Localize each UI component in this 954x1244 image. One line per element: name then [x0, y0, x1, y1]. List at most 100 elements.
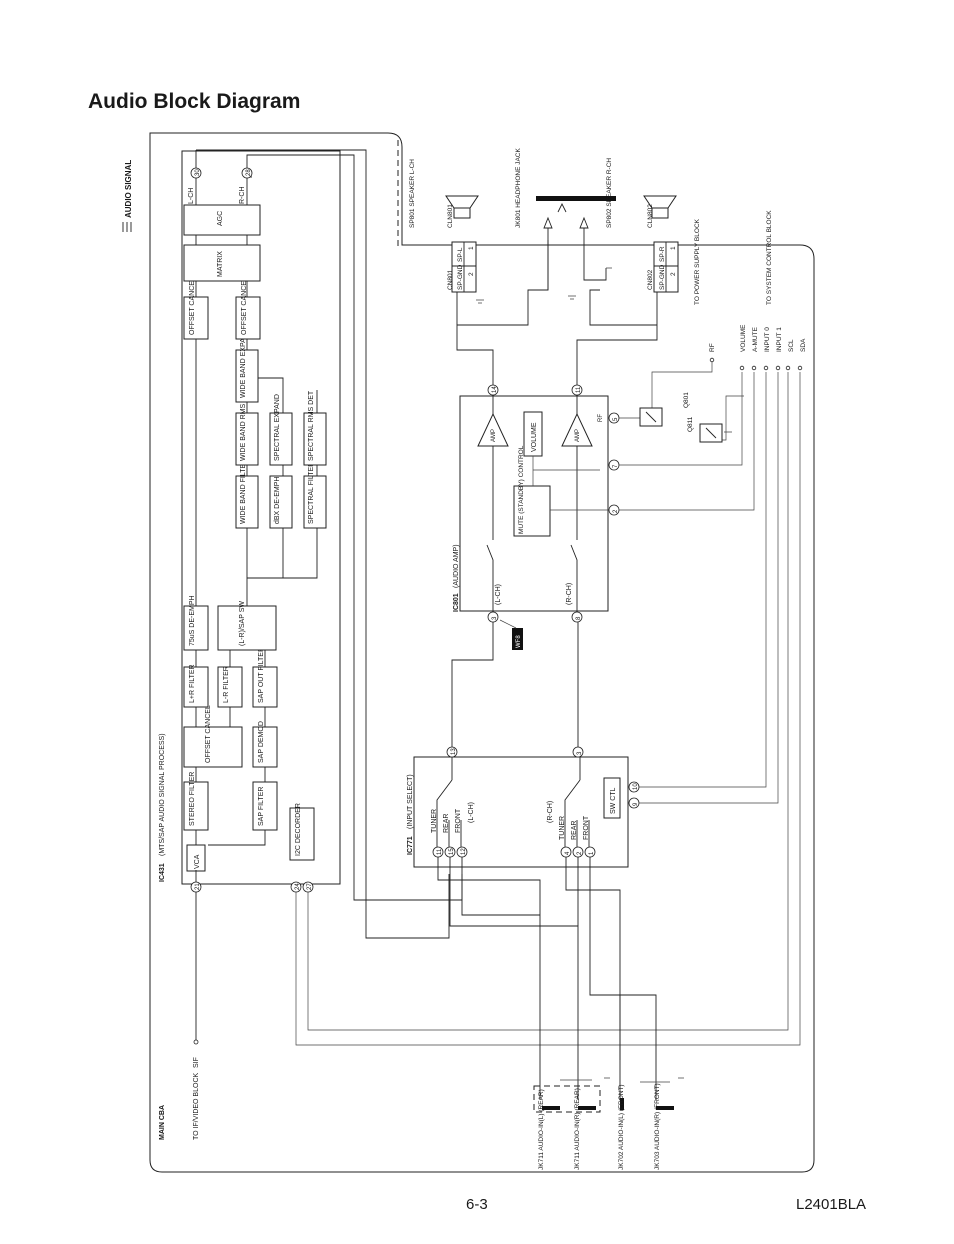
de-emph-75us-block: [183, 605, 209, 651]
q811-transistor: Q811: [687, 416, 723, 443]
svg-text:14: 14: [492, 386, 498, 393]
signal-arrow-icon: [122, 222, 132, 232]
jk711-l-label: JK711 AUDIO-IN(L) (REAR): [538, 1089, 545, 1170]
svg-text:2: 2: [577, 851, 583, 855]
main-cba-label: MAIN CBA: [159, 1105, 166, 1140]
spectral-filter-label: SPECTRAL FILTER: [308, 462, 315, 524]
i2c-decorder-label: I2C DECORDER: [295, 803, 302, 856]
svg-text:27: 27: [307, 883, 313, 890]
svg-text:24: 24: [295, 883, 301, 890]
amp-l-label: AMP: [491, 429, 497, 442]
stereo-filter-label: STEREO FILTER: [189, 772, 196, 826]
ic801-label: IC801: [453, 593, 460, 612]
input-jacks: [539, 1060, 674, 1110]
vca-label: VCA: [194, 854, 201, 869]
stereo-filter-block: [183, 781, 209, 831]
amp-r-label: AMP: [575, 429, 581, 442]
audio-signal-legend: AUDIO SIGNAL: [122, 160, 133, 232]
input1-signal: INPUT 1: [776, 327, 783, 352]
ic801-lch: (L-CH): [495, 584, 502, 605]
svg-text:2: 2: [613, 509, 619, 513]
spectral-expand-label: SPECTRAL EXPAND: [274, 394, 281, 461]
sp802-label: SP802 SPEAKER R-CH: [606, 158, 613, 228]
ic771-rch-front: FRONT: [583, 815, 590, 840]
dbx-de-emph-block: [269, 475, 293, 529]
ic431-rch-out: R-CH: [239, 187, 246, 205]
headphone-jack-icon: [536, 196, 616, 290]
sap-out-filter-block: [252, 666, 278, 708]
ic771-rch-rear: REAR: [571, 821, 578, 840]
ic771-label: IC771: [407, 836, 414, 855]
offset-cancel-1-block: [183, 726, 243, 768]
sap-demod-label: SAP DEMOD: [258, 721, 265, 763]
ic431-lch-out: L-CH: [188, 188, 195, 204]
sap-filter-block: [252, 781, 278, 831]
dbx-de-emph-label: dBX DE-EMPH: [274, 477, 281, 524]
wf8-tag: [512, 628, 523, 650]
de-emph-75us-label: 75uS DE-EMPH: [189, 595, 196, 646]
ic431-desc: (MTS/SAP AUDIO SIGNAL PROCESS): [159, 733, 166, 856]
wide-band-filter-label: WIDE BAND FILTER: [240, 459, 247, 524]
l-plus-r-filter-block: [183, 666, 209, 708]
mute-standby-label: MUTE (STANDBY) CONTROL: [518, 445, 525, 534]
jk703-label: JK703 AUDIO-IN(R) (FRONT): [654, 1083, 661, 1170]
offset-cancel-3-label: OFFSET CANCEL: [241, 277, 248, 335]
lr-sap-sw-block: [217, 605, 277, 651]
model-number: L2401BLA: [796, 1196, 867, 1213]
ic771-lch-tuner: TUNER: [431, 809, 438, 833]
l-minus-r-filter-block: [217, 666, 243, 708]
ic771-lch-front: FRONT: [455, 808, 462, 833]
ic801-rch: (R-CH): [566, 583, 573, 605]
ic801-rf: RF: [598, 414, 604, 422]
q811-label: Q811: [687, 416, 694, 432]
sap-demod-block: [252, 726, 278, 768]
rf-signal: RF: [709, 343, 716, 352]
agc-block: [183, 204, 261, 236]
ic431-frame: [181, 150, 341, 885]
wide-band-rms-det-label: WIDE BAND RMS DET: [240, 387, 247, 461]
to-system-label: TO SYSTEM CONTROL BLOCK: [766, 210, 773, 305]
svg-text:4: 4: [565, 851, 571, 855]
sp-r-label: SP-R: [659, 246, 666, 262]
ic771-frame: [413, 756, 629, 868]
sw-ctl-block: [603, 777, 621, 819]
offset-cancel-2-block: [183, 296, 209, 340]
sap-filter-label: SAP FILTER: [258, 787, 265, 826]
svg-text:10: 10: [633, 783, 639, 790]
svg-text:15: 15: [449, 848, 455, 855]
sif-label: SIF: [193, 1057, 200, 1068]
svg-text:30: 30: [195, 169, 201, 176]
matrix-block: [183, 244, 261, 282]
svg-text:12: 12: [461, 848, 467, 855]
jk711-frame: [533, 1085, 601, 1113]
volume-signal: VOLUME: [740, 324, 747, 352]
sda-signal: SDA: [800, 338, 807, 352]
q801-transistor: Q801: [639, 392, 690, 427]
a-mute-signal: A-MUTE: [752, 326, 759, 352]
svg-text:5: 5: [613, 417, 619, 421]
spectral-expand-block: [269, 412, 293, 466]
svg-text:11: 11: [437, 848, 443, 855]
l-plus-r-filter-label: L+R FILTER: [189, 664, 196, 703]
sp-l-label: SP-L: [457, 247, 464, 262]
ic771-desc: (INPUT SELECT): [407, 774, 414, 829]
signal-terminals: [709, 357, 803, 371]
svg-text:1: 1: [468, 246, 475, 250]
scl-signal: SCL: [788, 339, 795, 352]
sp-gnd-l-label: SP-GND: [457, 264, 464, 290]
jk711-r-label: JK711 AUDIO-IN(R) (REAR): [574, 1088, 581, 1170]
main-cba-frame: [149, 132, 815, 1173]
svg-text:28: 28: [246, 169, 252, 176]
ic801-pins: 3 8 14 11 5 7 2: [487, 384, 620, 623]
volume-label: VOLUME: [531, 422, 538, 452]
svg-text:21: 21: [195, 883, 201, 890]
speaker-r-icon: [643, 195, 677, 219]
sp801-label: SP801 SPEAKER L-CH: [409, 159, 416, 228]
to-power-label: TO POWER SUPPLY BLOCK: [694, 218, 701, 305]
ic801-desc: (AUDIO AMP): [453, 544, 460, 588]
speaker-l-icon: [445, 195, 479, 219]
input0-signal: INPUT 0: [764, 327, 771, 352]
lr-sap-sw-label: (L-R)/SAP SW: [239, 601, 246, 646]
ic431-blocks: VCA STEREO FILTER SAP FILTER I2C DECORDE…: [183, 204, 327, 872]
ic771-lch-name: (L-CH): [468, 802, 475, 823]
